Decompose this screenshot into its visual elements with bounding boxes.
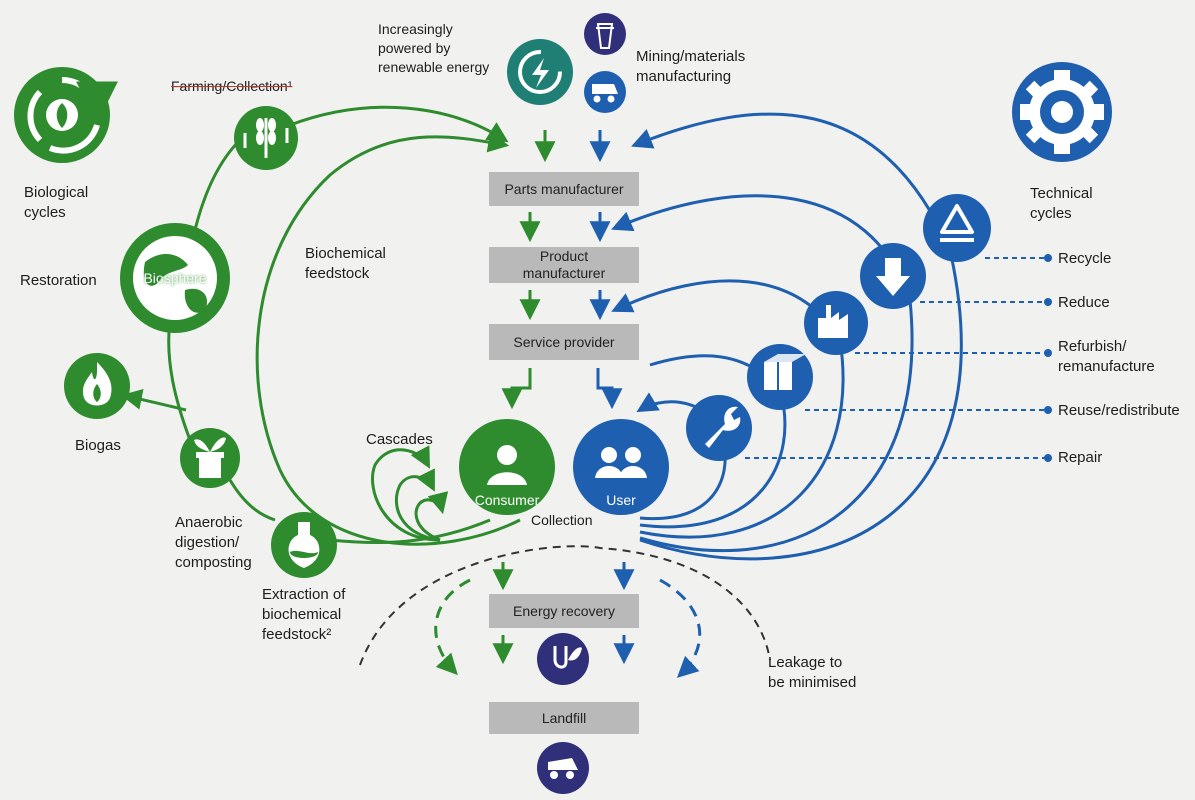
parts-manufacturer-box: Parts manufacturer (489, 172, 639, 206)
globe-icon (120, 223, 230, 333)
biosphere-to-biogas-line (167, 319, 192, 441)
restoration-label: Restoration (20, 272, 97, 289)
service-to-user-blue (596, 368, 623, 410)
service-to-consumer-green (501, 368, 532, 410)
reduce-loop (611, 194, 914, 553)
user-circle (573, 419, 669, 515)
reuse-label: Reuse/redistribute (1058, 402, 1180, 419)
plug-leaf-icon (537, 633, 589, 685)
flame-icon (64, 353, 130, 419)
extraction-label: Extraction of biochemical feedstock² (262, 586, 346, 643)
gear-icon (1012, 62, 1112, 162)
reuse-dot (1044, 406, 1052, 414)
cascade-1 (371, 445, 441, 542)
recycle-label: Recycle (1058, 250, 1112, 267)
wheat-icon (234, 106, 298, 170)
biological-flow-lines (120, 105, 556, 665)
reduce-label: Reduce (1058, 294, 1110, 311)
leakage-boundary (359, 545, 771, 666)
leader-dots (1044, 254, 1052, 462)
blue-leakage-arrow (659, 578, 702, 678)
flask-icon (271, 512, 337, 578)
right-leaders (745, 257, 1045, 459)
recycle-dot (1044, 254, 1052, 262)
truck-icon (537, 742, 589, 794)
collection-label: Collection (531, 512, 593, 528)
recycle-loop (631, 112, 963, 561)
plant-pot-icon (180, 428, 240, 488)
recycle-icon (923, 194, 991, 262)
wrench-icon (686, 395, 752, 461)
cascades-label: Cascades (366, 431, 433, 448)
factory-icon (804, 291, 868, 355)
anaerobic-label: Anaerobic digestion/ composting (175, 514, 252, 571)
leakage-label: Leakage to be minimised (768, 654, 857, 691)
green-leakage-arrow (434, 578, 471, 676)
energy-recovery-box: Energy recovery (489, 594, 639, 628)
farming-label: Farming/Collection¹ (171, 78, 293, 94)
anaerobic-to-extraction-line (228, 479, 276, 522)
farming-to-parts-arrow (289, 105, 509, 143)
technical-cycles-label: Technical cycles (1030, 185, 1093, 222)
energy-cycle-icon (507, 39, 573, 105)
repair-dot (1044, 454, 1052, 462)
user-label: User (606, 492, 636, 508)
repair-label: Repair (1058, 449, 1103, 466)
box-icon (747, 344, 813, 410)
cascade-2 (394, 468, 441, 542)
consumer-to-extraction-line (329, 518, 491, 545)
biosphere-to-farming-line (193, 138, 242, 231)
biological-cycle-icon (14, 67, 118, 163)
consumer-circle (459, 419, 555, 515)
biological-cycles-label: Biological cycles (24, 184, 89, 221)
anaerobic-to-biogas-arrow (120, 388, 187, 412)
mining-label: Mining/materials manufacturing (636, 48, 746, 85)
product-manufacturer-box: Product manufacturer (489, 247, 639, 283)
biosphere-label: Biosphere (143, 270, 207, 286)
refurbish-dot (1044, 349, 1052, 357)
renewable-label: Increasingly powered by renewable energy (378, 21, 490, 75)
cascade-3 (414, 491, 449, 542)
landfill-box: Landfill (489, 702, 639, 734)
service-provider-box: Service provider (489, 324, 639, 360)
reduce-dot (1044, 298, 1052, 306)
dump-truck-icon (584, 71, 626, 113)
mining-tower-icon (584, 13, 626, 55)
refurbish-label: Refurbish/ remanufacture (1058, 338, 1155, 375)
consumer-label: Consumer (474, 492, 540, 508)
biochemical-feedstock-label: Biochemical feedstock (305, 245, 386, 282)
down-arrow-icon (860, 243, 926, 309)
biogas-label: Biogas (75, 437, 121, 454)
